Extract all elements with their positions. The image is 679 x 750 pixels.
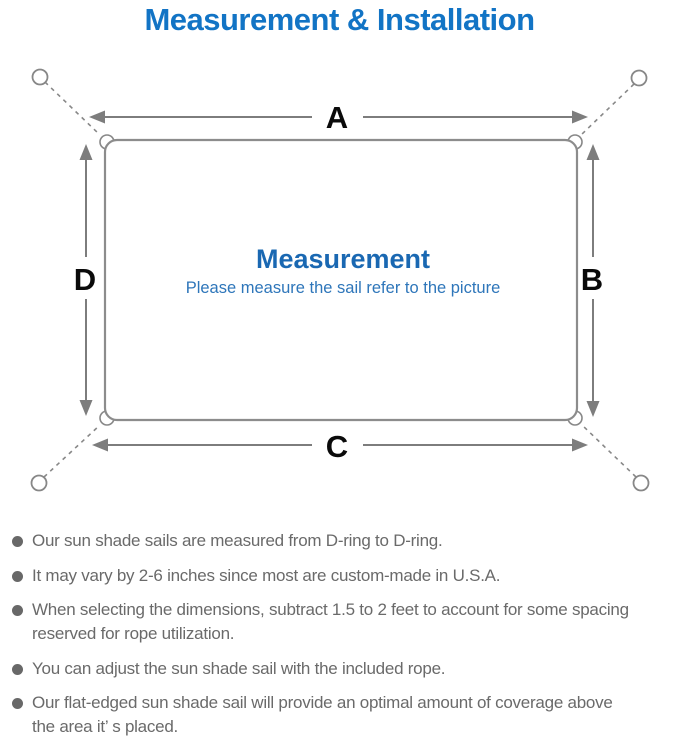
page-title: Measurement & Installation <box>144 2 535 37</box>
dimension-label-a: A <box>326 100 348 135</box>
notes-list: Our sun shade sails are measured from D-… <box>8 529 675 750</box>
note-item: Our sun shade sails are measured from D-… <box>8 529 675 553</box>
bullet-icon <box>12 536 23 547</box>
note-text: When selecting the dimensions, subtract … <box>32 600 629 643</box>
note-text: Our flat-edged sun shade sail will provi… <box>32 693 613 736</box>
anchor-ring-bottom-right <box>632 474 650 492</box>
measurement-subtitle: Please measure the sail refer to the pic… <box>186 279 501 297</box>
bullet-icon <box>12 570 23 582</box>
note-item: It may vary by 2-6 inches since most are… <box>8 564 675 588</box>
note-item: Our flat-edged sun shade sail will provi… <box>8 691 675 739</box>
bullet-icon <box>12 605 23 616</box>
note-text: It may vary by 2-6 inches since most are… <box>32 565 501 585</box>
arrow-a-heads <box>89 110 588 124</box>
dashed-rope-bottom-left <box>43 424 101 478</box>
measurement-diagram: A B C D Measurement Please measure the s… <box>30 68 650 492</box>
arrow-d-heads <box>79 144 93 416</box>
arrow-c-heads <box>92 438 588 452</box>
arrow-b-heads <box>586 144 600 417</box>
measurement-heading: Measurement <box>256 244 430 274</box>
note-text: Our sun shade sails are measured from D-… <box>32 531 443 550</box>
dimension-label-d: D <box>74 262 96 297</box>
dimension-label-b: B <box>581 262 603 297</box>
bullet-icon <box>12 663 23 675</box>
sail-rectangle <box>103 138 579 422</box>
dashed-rope-top-right <box>580 83 635 136</box>
anchor-ring-top-left <box>31 68 49 86</box>
anchor-ring-top-right <box>630 69 648 87</box>
dashed-rope-bottom-right <box>581 424 637 478</box>
note-item: You can adjust the sun shade sail with t… <box>8 657 675 681</box>
note-text: You can adjust the sun shade sail with t… <box>32 658 446 678</box>
anchor-ring-bottom-left <box>30 474 48 492</box>
dimension-label-c: C <box>326 429 348 464</box>
note-item: When selecting the dimensions, subtract … <box>8 598 675 646</box>
dashed-rope-top-left <box>44 81 101 136</box>
bullet-icon <box>12 698 23 709</box>
